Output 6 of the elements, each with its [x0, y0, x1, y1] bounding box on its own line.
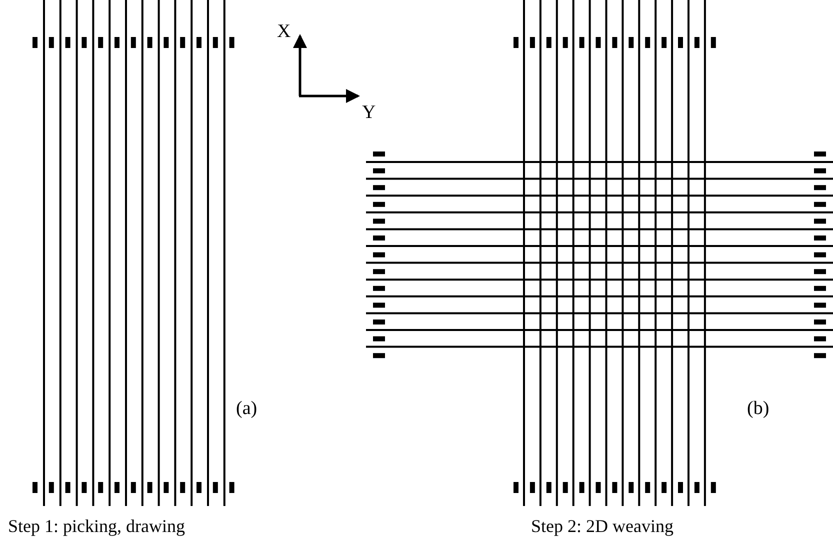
- axis-label: Y: [362, 103, 376, 122]
- caption: Step 1: picking, drawing: [8, 517, 185, 535]
- panel-label: (b): [747, 399, 770, 418]
- panel-label: (a): [236, 399, 258, 418]
- axis-label: X: [277, 22, 291, 41]
- caption: Step 2: 2D weaving: [531, 517, 674, 535]
